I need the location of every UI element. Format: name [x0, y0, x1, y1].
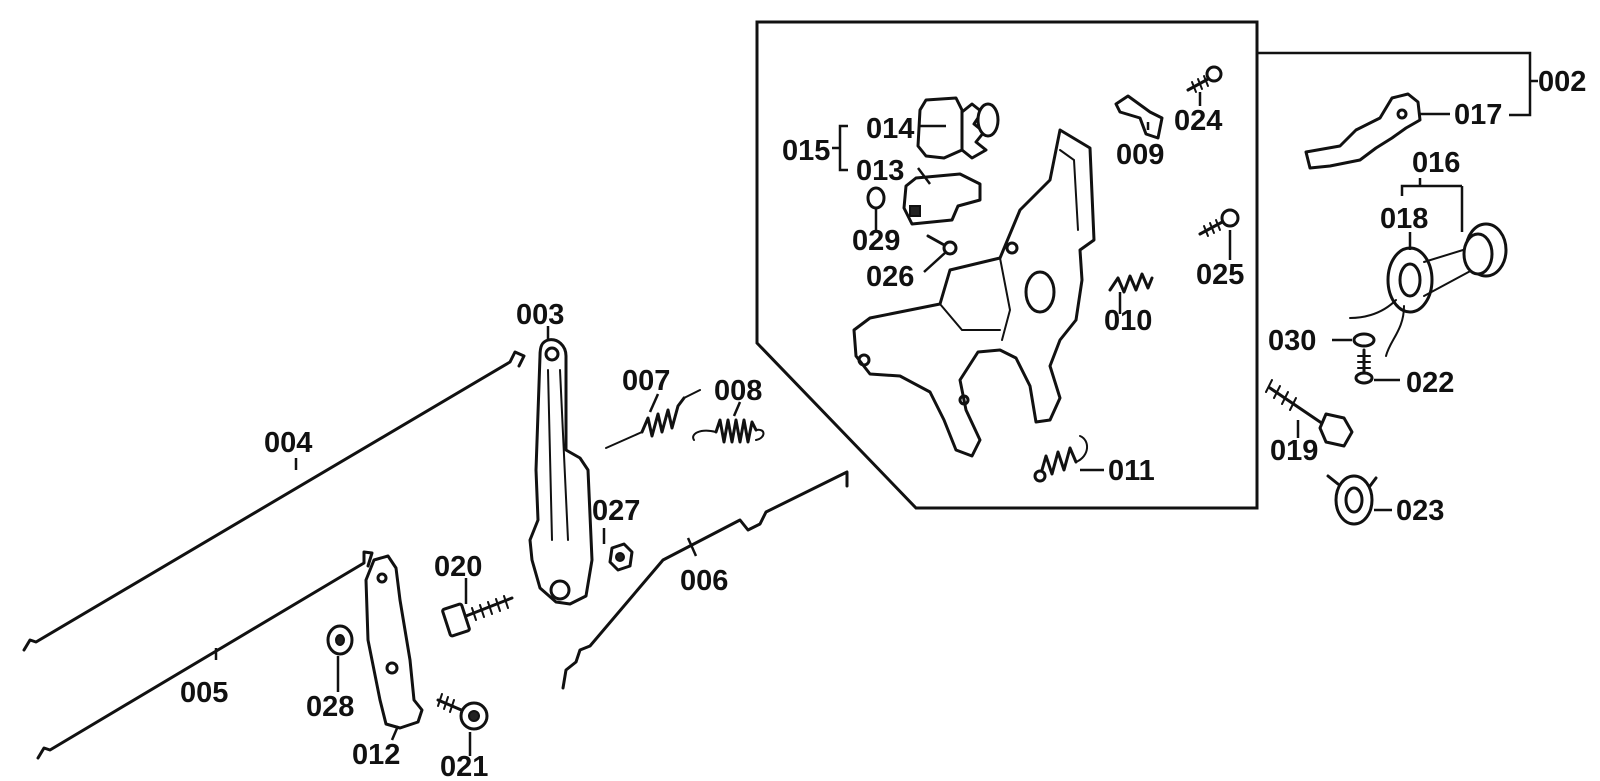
label-019: 019: [1270, 435, 1318, 467]
label-020: 020: [434, 551, 482, 583]
control-bracket-hole-3: [958, 394, 970, 406]
label-003: 003: [516, 299, 564, 331]
plate-017: [1304, 92, 1422, 170]
clamp-023: [1326, 474, 1378, 526]
assembly-frame: [755, 20, 1259, 510]
screw-024: [1186, 65, 1223, 93]
lever-012-hole-2: [385, 661, 399, 675]
label-017: 017: [1454, 99, 1502, 131]
label-016: 016: [1412, 147, 1460, 179]
control-bracket-hole-2: [1005, 241, 1019, 255]
label-005: 005: [180, 677, 228, 709]
rod-004: [22, 350, 526, 652]
switch-013: [902, 172, 982, 226]
spring-011: [1033, 435, 1088, 483]
control-bracket: [852, 128, 1096, 458]
label-013: 013: [856, 155, 904, 187]
label-027: 027: [592, 495, 640, 527]
nut-027-bore: [615, 552, 625, 562]
label-023: 023: [1396, 495, 1444, 527]
label-002: 002: [1538, 66, 1586, 98]
label-028: 028: [306, 691, 354, 723]
clip-009: [1114, 94, 1164, 140]
lever-012-hole: [376, 572, 388, 584]
label-012: 012: [352, 739, 400, 771]
spring-008: [692, 418, 765, 444]
label-010: 010: [1104, 305, 1152, 337]
label-026: 026: [866, 261, 914, 293]
plate-017-hole: [1396, 108, 1408, 120]
label-029: 029: [852, 225, 900, 257]
washer-028-bore: [335, 634, 345, 646]
knob-016: [1462, 222, 1508, 278]
label-011: 011: [1108, 455, 1155, 487]
screw-022: [1354, 348, 1374, 385]
spring-010: [1108, 272, 1154, 294]
label-021: 021: [440, 751, 488, 781]
label-006: 006: [680, 565, 728, 597]
label-009: 009: [1116, 139, 1164, 171]
label-004: 004: [264, 427, 312, 459]
control-bracket-pivot: [1024, 270, 1056, 314]
label-014: 014: [866, 113, 914, 145]
lever-012: [364, 554, 424, 730]
rod-005: [36, 550, 374, 760]
arm-003-hole-bottom: [549, 579, 571, 601]
control-bracket-edges: [939, 149, 1079, 341]
label-007: 007: [622, 365, 670, 397]
spring-007: [605, 389, 701, 449]
washer-030: [1352, 332, 1376, 348]
arm-003-rib: [547, 369, 569, 541]
screw-026: [926, 234, 958, 256]
bolt-021: [436, 693, 489, 731]
bracket-002: [1257, 51, 1538, 117]
leader-lines: [214, 92, 1464, 756]
label-008: 008: [714, 375, 762, 407]
switch-014: [916, 96, 1000, 160]
label-025: 025: [1196, 259, 1244, 291]
label-022: 022: [1406, 367, 1454, 399]
arm-003: [528, 338, 594, 606]
label-030: 030: [1268, 325, 1316, 357]
label-018: 018: [1380, 203, 1428, 235]
label-015: 015: [782, 135, 830, 167]
label-024: 024: [1174, 105, 1222, 137]
screw-025: [1198, 208, 1240, 237]
washer-029: [866, 186, 886, 210]
control-bracket-hole: [857, 353, 871, 367]
bolt-020: [441, 595, 514, 638]
rod-006: [561, 470, 849, 690]
bolt-019: [1265, 379, 1354, 448]
arm-003-hole-top: [544, 346, 560, 362]
